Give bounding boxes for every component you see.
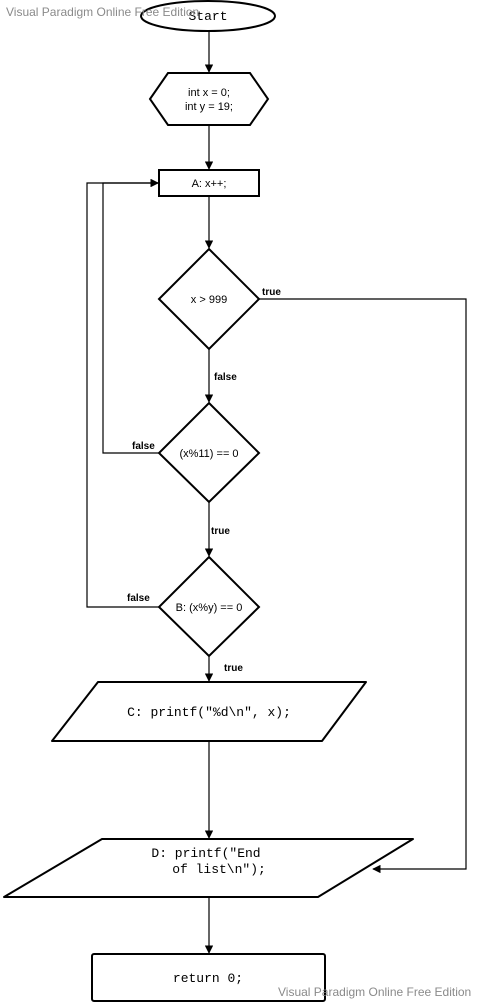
edges bbox=[86, 31, 467, 954]
edge-label-cond1-false: false bbox=[214, 372, 237, 383]
node-cond1-label: x > 999 bbox=[191, 294, 227, 306]
node-a-label: A: x++; bbox=[192, 178, 227, 190]
node-start-label: Start bbox=[188, 9, 227, 24]
node-cond2-label: (x%11) == 0 bbox=[179, 448, 238, 460]
node-cond2[interactable]: (x%11) == 0 bbox=[157, 401, 261, 504]
watermark-top: Visual Paradigm Online Free Edition bbox=[6, 5, 200, 19]
node-c[interactable]: C: printf("%d\n", x); bbox=[51, 681, 367, 742]
node-return[interactable]: return 0; bbox=[91, 953, 326, 1002]
node-a[interactable]: A: x++; bbox=[158, 169, 260, 197]
edge-label-cond1-true: true bbox=[262, 287, 281, 298]
node-return-label: return 0; bbox=[173, 971, 243, 986]
edge-label-cond3-true: true bbox=[224, 663, 243, 674]
node-c-label: C: printf("%d\n", x); bbox=[127, 705, 291, 720]
node-cond1[interactable]: x > 999 bbox=[157, 247, 261, 351]
edge-label-cond2-false: false bbox=[132, 441, 155, 452]
node-d-line2: of list\n"); bbox=[172, 862, 266, 877]
edge-cond1-true-to-d bbox=[259, 298, 467, 874]
node-init-line2: int y = 19; bbox=[185, 101, 233, 113]
node-init-line1: int x = 0; bbox=[188, 87, 230, 99]
node-cond3[interactable]: B: (x%y) == 0 bbox=[157, 555, 261, 658]
node-start[interactable]: Start bbox=[140, 0, 276, 32]
edge-label-cond2-true: true bbox=[211, 526, 230, 537]
node-d-line1: D: printf("End bbox=[151, 846, 260, 861]
node-init[interactable]: int x = 0; int y = 19; bbox=[148, 72, 270, 126]
watermark-bottom: Visual Paradigm Online Free Edition bbox=[278, 985, 472, 999]
edge-cond2-false-to-a bbox=[102, 178, 159, 454]
edge-label-cond3-false: false bbox=[127, 593, 150, 604]
node-cond3-label: B: (x%y) == 0 bbox=[176, 602, 243, 614]
edge-cond3-false-to-a bbox=[86, 178, 159, 608]
node-d[interactable]: D: printf("End of list\n"); bbox=[3, 838, 414, 898]
